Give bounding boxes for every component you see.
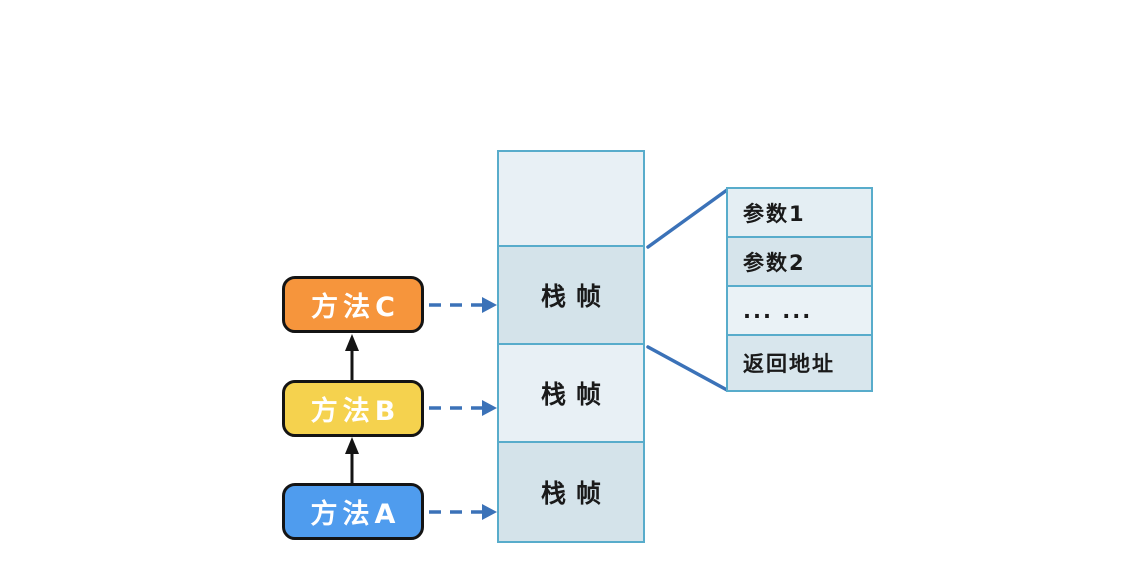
stack-frame-label: 栈帧	[540, 282, 611, 311]
frame-pointer-arrow-b	[429, 400, 497, 416]
detail-row-label: 参数2	[743, 250, 806, 275]
call-arrow-a-to-b	[345, 437, 359, 483]
method-c-label: 方法C	[311, 292, 400, 323]
detail-connector-bottom	[646, 345, 729, 392]
frame-pointer-arrow-a	[429, 504, 497, 520]
detail-row-label: ... ...	[743, 298, 813, 323]
stack-frame-label: 栈帧	[540, 380, 611, 409]
frame-pointer-arrow-c	[429, 297, 497, 313]
method-box-b: 方法B	[282, 380, 424, 437]
stack-cell-frame-b: 栈帧	[499, 345, 643, 443]
stack-cell-empty	[499, 152, 643, 247]
detail-row-label: 参数1	[743, 201, 806, 226]
detail-row-param1: 参数1	[728, 189, 871, 238]
method-box-a: 方法A	[282, 483, 424, 540]
frame-detail-table: 参数1 参数2 ... ... 返回地址	[726, 187, 873, 392]
detail-row-label: 返回地址	[743, 352, 835, 376]
method-b-label: 方法B	[310, 396, 401, 427]
stack-cell-frame-a: 栈帧	[499, 443, 643, 541]
call-arrow-b-to-c	[345, 334, 359, 380]
detail-row-return-address: 返回地址	[728, 336, 871, 390]
stack-frame-label: 栈帧	[540, 479, 611, 508]
stack-cell-frame-c: 栈帧	[499, 247, 643, 345]
detail-row-param2: 参数2	[728, 238, 871, 287]
stack-column: 栈帧 栈帧 栈帧	[497, 150, 645, 543]
detail-connector-top	[646, 188, 729, 249]
detail-row-ellipsis: ... ...	[728, 287, 871, 336]
method-box-c: 方法C	[282, 276, 424, 333]
method-a-label: 方法A	[310, 499, 401, 530]
